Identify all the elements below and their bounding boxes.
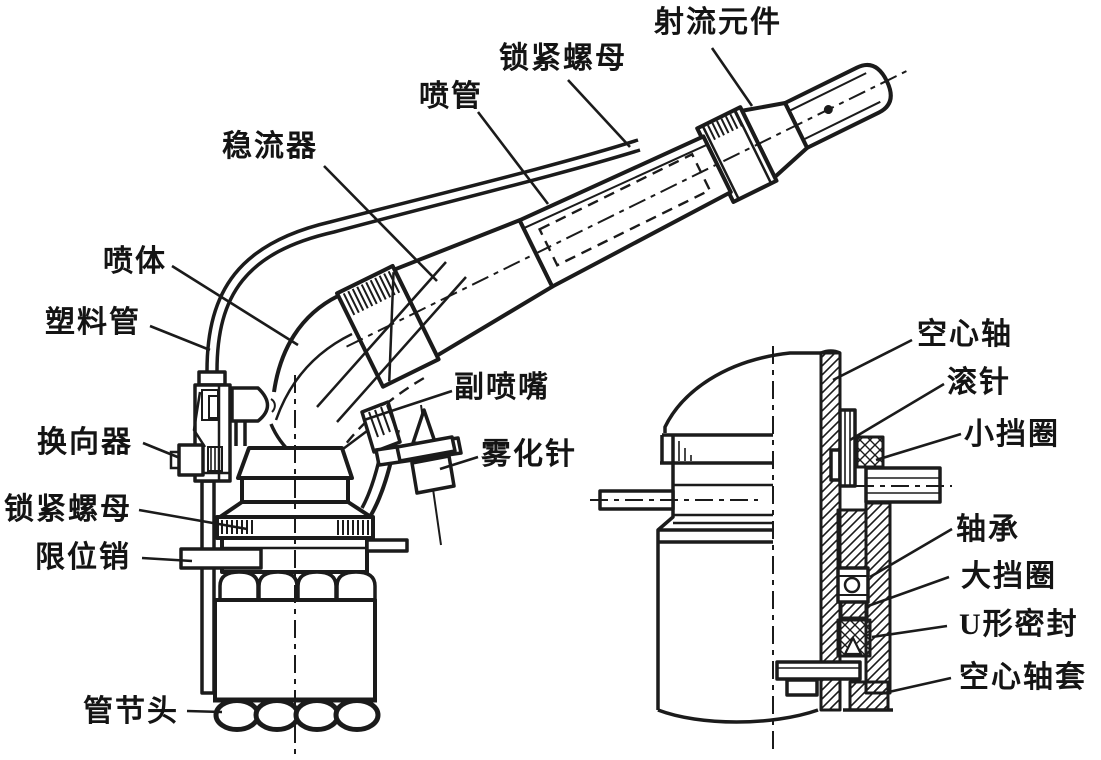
detail-dome <box>663 351 821 433</box>
plastic-tube-outer <box>205 138 639 372</box>
right-pin-lines <box>866 477 940 494</box>
inner-cone-lines <box>316 261 467 423</box>
leader-hollow-shaft <box>832 338 913 382</box>
needle-base <box>410 454 456 495</box>
reverser-box <box>177 443 205 477</box>
leader-lines <box>138 47 962 714</box>
detail-step-lines-lower <box>658 528 773 544</box>
plastic-tube-inner <box>215 148 641 372</box>
leader-u-seal <box>871 624 948 639</box>
collar-knurl <box>342 270 401 316</box>
bearing-ball <box>843 576 861 594</box>
roller-lines <box>844 410 851 486</box>
u-seal-lip <box>843 635 863 656</box>
elbow-bore-arc <box>274 332 353 421</box>
leader-hollow-shaft-sleeve <box>879 676 952 696</box>
reverser-piston <box>207 446 223 472</box>
label-lock-nut-top: 锁紧螺母 <box>499 42 627 75</box>
barrel-assembly <box>335 63 913 389</box>
tube-wall-line <box>523 143 708 230</box>
label-small-retaining-ring: 小挡圈 <box>964 418 1060 451</box>
small-retaining-ring-shape <box>855 435 885 469</box>
reverser-pawl <box>192 391 207 448</box>
leader-needle-roller <box>849 382 945 442</box>
detail-flange-ticks <box>678 441 692 461</box>
reverser-piston-lines <box>210 447 216 471</box>
plastic-tube-fitting <box>197 370 227 387</box>
jet-tube-inner-lines <box>788 72 881 141</box>
sleeve-bottom-hatched <box>848 680 890 712</box>
detail-flange-lines <box>660 433 773 465</box>
castellated-arches <box>218 570 377 600</box>
sleeve-bar <box>775 660 862 681</box>
leader-bearing <box>869 527 953 579</box>
leader-limit-pin <box>141 556 193 563</box>
leader-lock-nut-lower <box>138 508 248 531</box>
reverser-notch <box>169 450 181 470</box>
label-reverser: 换向器 <box>37 426 133 459</box>
pipe-joint-ellipses <box>213 698 381 732</box>
side-port <box>230 386 270 423</box>
leader-small-retaining-ring <box>875 432 962 462</box>
right-stub <box>365 538 409 553</box>
label-limit-pin: 限位销 <box>35 541 131 574</box>
aux-nozzle-knurl <box>368 404 397 438</box>
leader-plastic-tube <box>149 324 211 352</box>
aux-nozzle-and-needle <box>360 400 463 546</box>
body-stack <box>179 375 409 757</box>
leader-lock-nut-top <box>567 79 631 148</box>
large-retaining-ring-shape <box>839 600 869 620</box>
limit-pin-shape <box>179 547 263 570</box>
label-atomizing-needle: 雾化针 <box>481 438 577 471</box>
leader-nozzle-tube <box>476 111 550 205</box>
label-plastic-tube: 塑料管 <box>45 306 141 339</box>
label-nozzle-body: 喷体 <box>103 245 167 278</box>
upper-spacer-hatched <box>836 508 868 570</box>
leader-atomizing-needle <box>439 455 479 471</box>
label-flow-stabilizer: 稳流器 <box>222 130 318 163</box>
detail-bottom-curve <box>657 708 819 724</box>
label-bearing: 轴承 <box>956 513 1020 546</box>
elbow-outer-wall <box>272 294 339 393</box>
bearing-races <box>838 575 868 596</box>
leader-nozzle-body <box>171 264 299 347</box>
needle-roller-shape <box>838 408 857 488</box>
leader-jet-element <box>710 47 754 107</box>
barrel-centerline <box>346 67 913 348</box>
flange-link-line <box>342 430 368 450</box>
port-break-mark <box>270 398 276 413</box>
needle-crossbar <box>395 435 457 463</box>
label-auxiliary-nozzle: 副喷嘴 <box>454 371 550 404</box>
leader-pipe-joint <box>186 709 223 714</box>
label-nozzle-tube: 喷管 <box>419 80 483 113</box>
reverser-assembly <box>169 370 232 695</box>
label-hollow-shaft: 空心轴 <box>917 318 1013 351</box>
leader-flow-stabilizer <box>323 165 438 282</box>
reverser-bracket <box>193 383 232 483</box>
leader-large-retaining-ring <box>867 575 950 608</box>
label-needle-roller: 滚针 <box>947 366 1011 399</box>
label-jet-element: 射流元件 <box>654 6 782 39</box>
sleeve-block <box>785 678 819 697</box>
leader-auxiliary-nozzle <box>363 389 453 422</box>
detail-flange-edges <box>660 435 675 463</box>
body-lower <box>213 598 377 702</box>
label-lock-nut-lower: 锁紧螺母 <box>4 493 132 526</box>
detail-view <box>590 346 952 752</box>
reverser-rod <box>200 479 216 695</box>
port-neck-lines <box>234 421 247 446</box>
label-hollow-shaft-sleeve: 空心轴套 <box>959 661 1087 694</box>
label-u-seal: U形密封 <box>959 608 1079 641</box>
shaft-top-cap <box>820 349 841 355</box>
main-view <box>169 63 913 757</box>
label-large-retaining-ring: 大挡圈 <box>961 560 1057 593</box>
leader-reverser <box>142 441 181 460</box>
bracket-slider <box>208 395 219 419</box>
detail-step-lines-upper <box>673 483 773 525</box>
label-pipe-joint: 管节头 <box>83 695 179 728</box>
lock-nut-knurl <box>702 111 743 143</box>
